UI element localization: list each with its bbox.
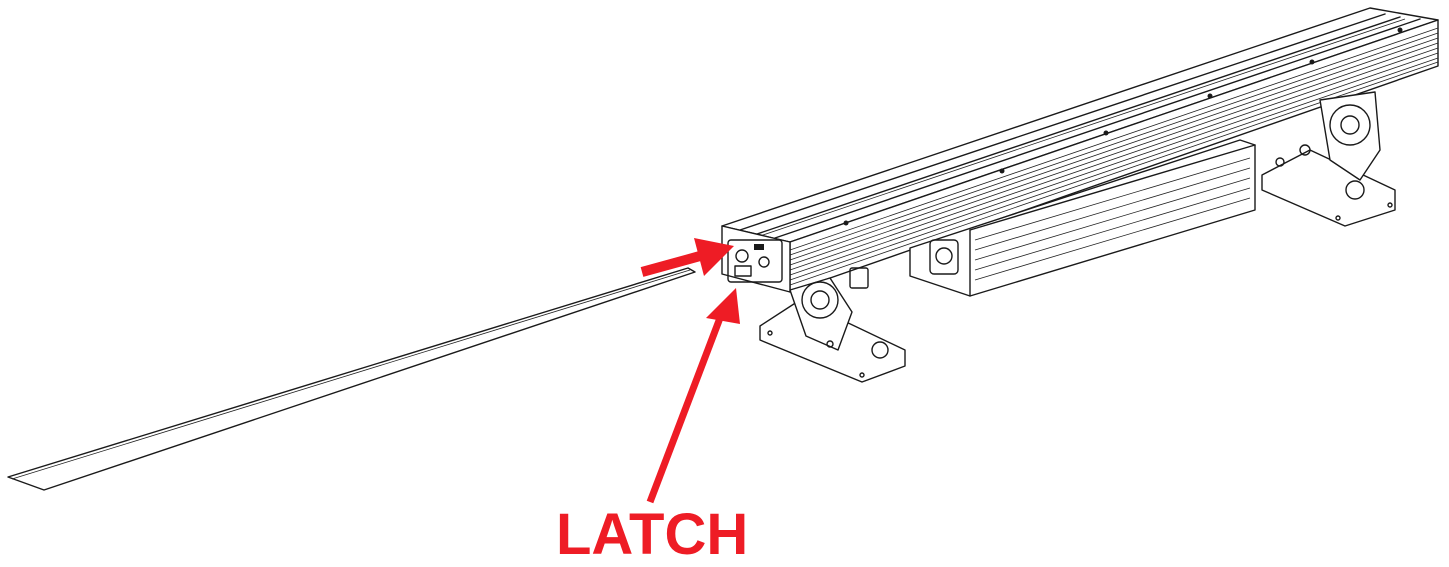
vertical-arrow-shaft [646,316,724,504]
top-screws [843,27,1403,226]
right-bracket [1261,91,1396,227]
driver-housing [849,139,1256,297]
latch-label: LATCH [556,502,749,567]
vertical-arrowhead [706,288,740,324]
insert-strip [7,267,696,491]
left-bracket [759,277,906,383]
horizontal-arrow-shaft [640,251,702,277]
latch-callout-arrows [640,238,740,504]
heatsink-fins [789,27,1439,286]
fixture-body [721,7,1439,293]
horizontal-arrowhead [694,238,734,276]
